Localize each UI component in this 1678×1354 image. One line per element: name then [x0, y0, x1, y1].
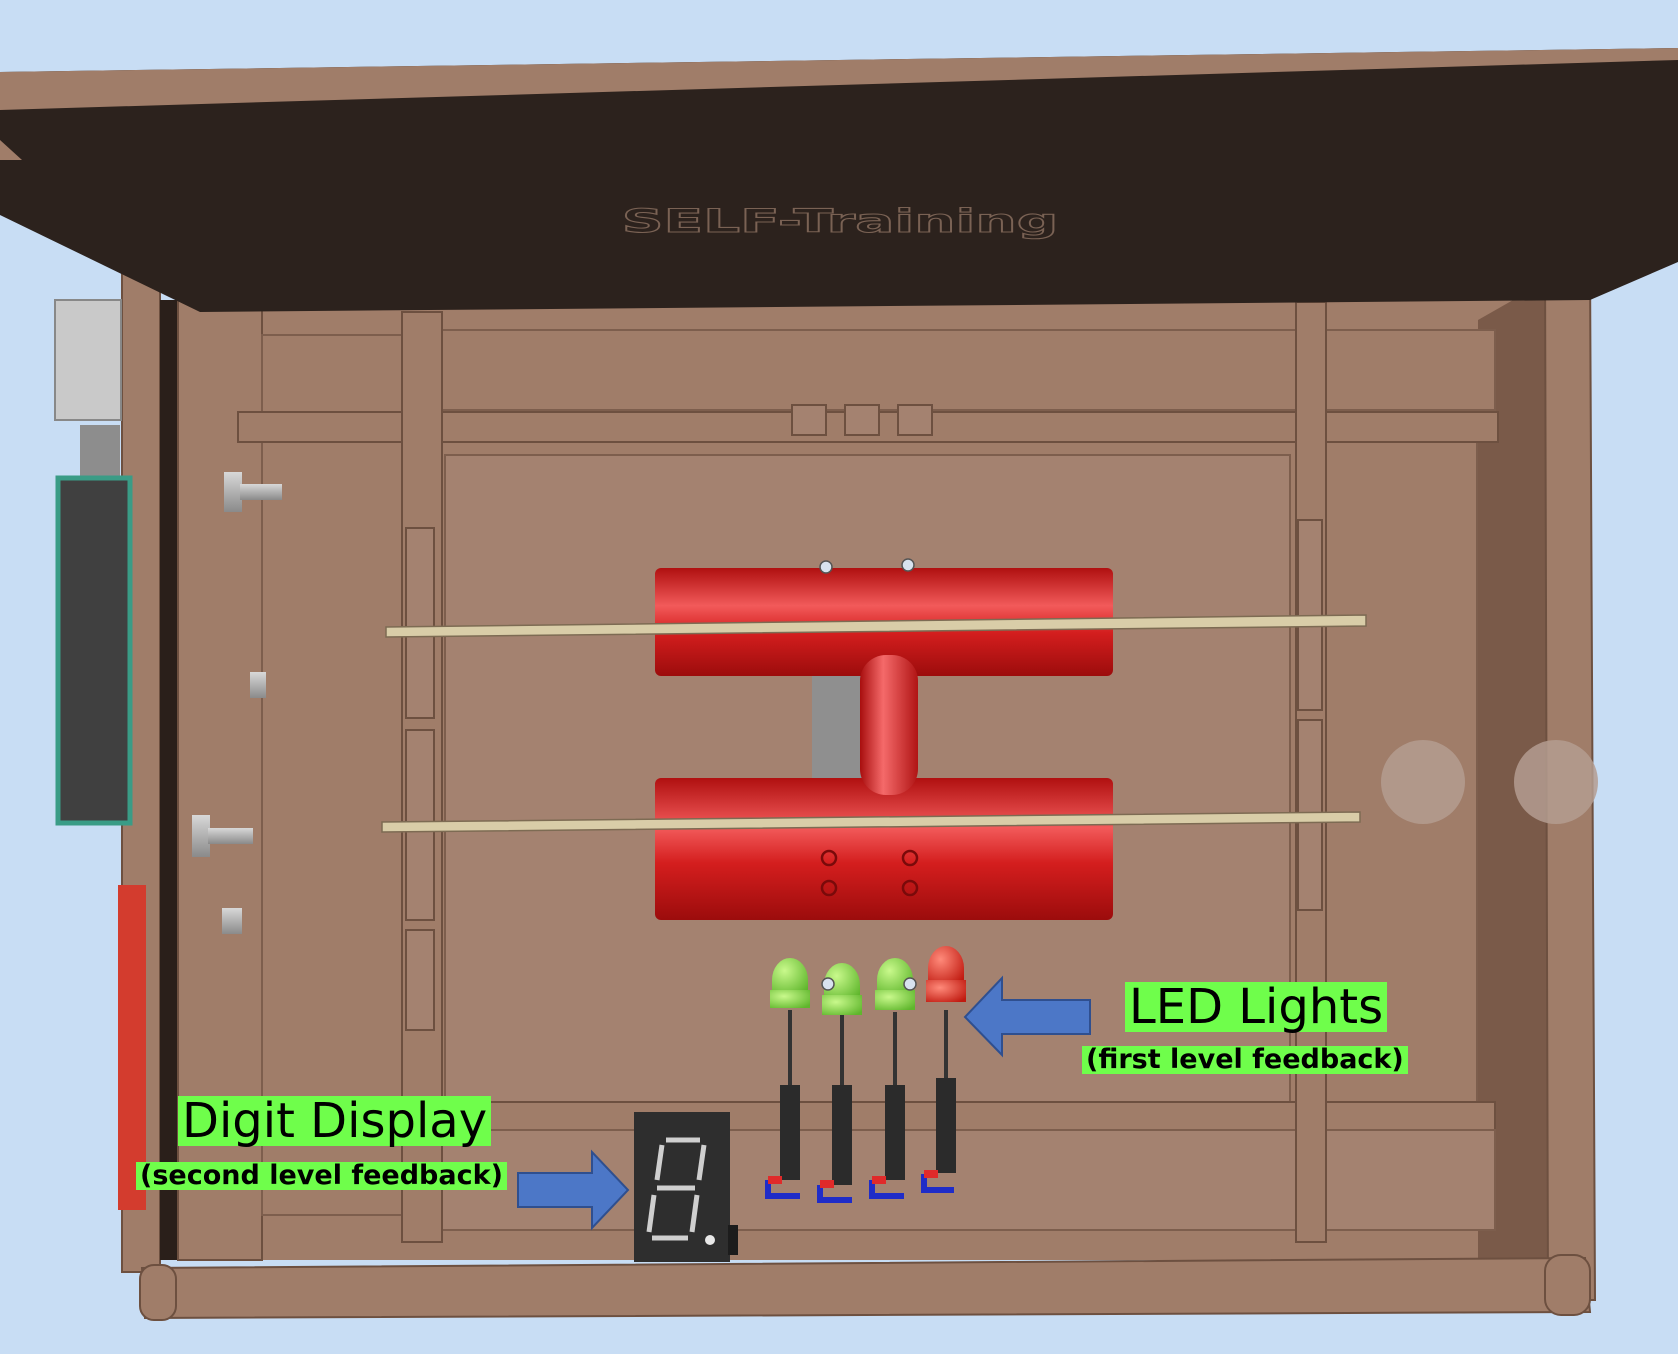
bolt-icon: [192, 815, 253, 857]
rail-blocks: [791, 404, 933, 436]
top-pin: [819, 560, 833, 574]
bolt-icon: [250, 672, 266, 698]
lid-top: [0, 48, 1678, 312]
digit-display-title: Digit Display: [178, 1096, 492, 1146]
green-led-1: [765, 958, 810, 1199]
lower-rod: [381, 811, 1361, 833]
red-board: [118, 885, 146, 1210]
led-lights-subtitle: (first level feedback): [1082, 1045, 1408, 1075]
bolt-icon: [222, 908, 242, 934]
left-hardware: [54, 299, 282, 1210]
bottom-cylinder: [655, 778, 1113, 920]
top-pin: [901, 558, 915, 572]
connector-cap: [80, 425, 120, 485]
circuit-board: [55, 475, 133, 826]
bottom-right-foot: [1544, 1254, 1591, 1316]
led-arrow-icon: [963, 975, 1091, 1058]
cylinder-holes: [820, 849, 919, 897]
lid-left-tab: [0, 140, 22, 160]
side-hole: [1381, 740, 1465, 824]
bottom-front-board: [140, 1256, 1592, 1320]
display-segments: [646, 1137, 707, 1241]
red-bobbin: [381, 558, 1367, 920]
lid-engraving: SELF-Training: [622, 203, 1058, 240]
display-arrow-icon: [517, 1149, 630, 1231]
bottom-left-foot: [139, 1264, 177, 1321]
bottom-rail: [439, 1101, 1496, 1131]
green-led-3: [869, 958, 917, 1199]
display-side: [728, 1225, 738, 1255]
green-led-2: [817, 963, 862, 1203]
upper-rod: [385, 614, 1367, 638]
led-lights-title: LED Lights: [1125, 982, 1388, 1032]
red-led: [921, 946, 966, 1193]
side-hole: [1514, 740, 1598, 824]
connector-block: [54, 299, 122, 421]
upper-shelf: [439, 329, 1496, 411]
lid: SELF-Training: [0, 48, 1678, 312]
center-connector: [860, 655, 918, 795]
seven-segment-display: [634, 1112, 738, 1262]
digit-display-subtitle: (second level feedback): [136, 1161, 507, 1191]
lid-front-edge: [0, 48, 1678, 110]
bolt-icon: [224, 472, 282, 512]
display-dot: [705, 1235, 715, 1245]
led-group: [765, 946, 966, 1203]
